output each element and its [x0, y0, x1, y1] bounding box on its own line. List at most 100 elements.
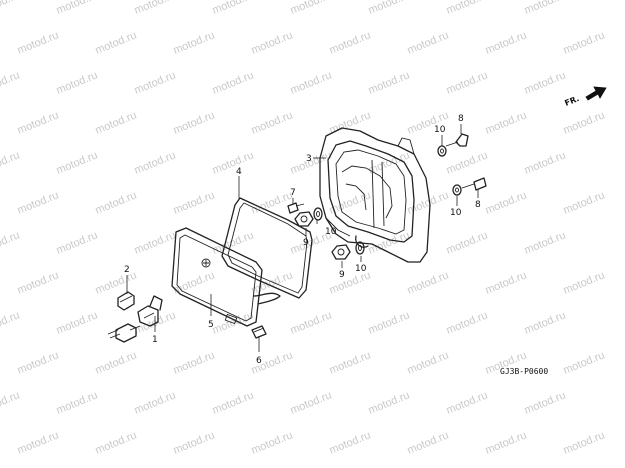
watermark-text: motod.ru	[562, 189, 607, 216]
callout-6: 6	[256, 356, 262, 366]
watermark-text: motod.ru	[16, 189, 61, 216]
callout-9-upper: 9	[303, 238, 309, 248]
watermark-text: motod.ru	[562, 109, 607, 136]
watermark-text: motod.ru	[406, 269, 451, 296]
watermark-text: motod.ru	[406, 29, 451, 56]
callout-labels: 3 4 5 1 2 6 7 10 9 9 10 8 10 10 8	[124, 114, 481, 366]
washer-10-lower-right	[452, 184, 462, 196]
callout-2: 2	[124, 265, 130, 275]
watermark-text: motod.ru	[562, 429, 607, 456]
watermark-text: motod.ru	[406, 429, 451, 456]
watermark-text: motod.ru	[94, 349, 139, 376]
watermark-text: motod.ru	[172, 189, 217, 216]
watermark-text: motod.ru	[16, 109, 61, 136]
watermark-text: motod.ru	[0, 229, 21, 256]
watermark-text: motod.ru	[445, 389, 490, 416]
watermark-text: motod.ru	[328, 109, 373, 136]
front-direction-label: FR.	[563, 94, 580, 108]
leader-lines	[126, 124, 479, 352]
watermark-text: motod.ru	[55, 149, 100, 176]
watermark-text: motod.ru	[250, 109, 295, 136]
watermark-text: motod.ru	[328, 429, 373, 456]
watermark-text: motod.ru	[94, 269, 139, 296]
watermark-text: motod.ru	[367, 309, 412, 336]
watermark-text: motod.ru	[445, 0, 490, 17]
bulb-bracket	[117, 291, 135, 311]
watermark-text: motod.ru	[445, 229, 490, 256]
bolt-8-upper	[445, 133, 469, 147]
watermark-text: motod.ru	[172, 109, 217, 136]
watermark-text: motod.ru	[0, 309, 21, 336]
washer-10-upper	[313, 207, 323, 221]
adjusting-screw-6	[251, 325, 267, 339]
watermark-text: motod.ru	[172, 29, 217, 56]
watermark-text: motod.ru	[328, 349, 373, 376]
watermark-text: motod.ru	[523, 149, 568, 176]
watermark-text: motod.ru	[523, 309, 568, 336]
callout-5: 5	[208, 320, 214, 330]
watermark-text: motod.ru	[55, 0, 100, 17]
watermark-text: motod.ru	[133, 389, 178, 416]
callout-3: 3	[306, 154, 312, 164]
watermark-text: motod.ru	[484, 269, 529, 296]
watermark-text: motod.ru	[523, 69, 568, 96]
watermark-text: motod.ru	[211, 0, 256, 17]
watermark-text: motod.ru	[133, 69, 178, 96]
headlight-rim-seal	[221, 197, 313, 299]
callout-8-upper: 8	[458, 114, 464, 124]
watermark-text: motod.ru	[0, 69, 21, 96]
watermark-text: motod.ru	[289, 69, 334, 96]
watermark-text: motod.ru	[250, 29, 295, 56]
watermark-text: motod.ru	[562, 29, 607, 56]
callout-10-upper-right: 10	[434, 125, 446, 135]
watermark-text: motod.ru	[16, 429, 61, 456]
callout-10-lower: 10	[355, 264, 367, 274]
watermark-text: motod.ru	[328, 29, 373, 56]
watermark-text: motod.ru	[484, 109, 529, 136]
watermark-text: motod.ru	[484, 189, 529, 216]
watermark-text: motod.ru	[289, 389, 334, 416]
watermark-text: motod.ru	[94, 109, 139, 136]
watermark-text: motod.ru	[55, 309, 100, 336]
headlight-case	[319, 127, 431, 263]
watermark-text: motod.ru	[133, 229, 178, 256]
nut-9-lower	[331, 244, 351, 260]
watermark-text: motod.ru	[289, 0, 334, 17]
watermark-text: motod.ru	[0, 0, 21, 17]
washer-10-lower	[355, 241, 365, 255]
watermark-text: motod.ru	[55, 229, 100, 256]
watermark-text: motod.ru	[367, 69, 412, 96]
washer-10-upper-right	[437, 145, 447, 157]
bolt-8-lower	[461, 177, 487, 191]
watermark-text: motod.ru	[94, 29, 139, 56]
watermark-text: motod.ru	[211, 69, 256, 96]
watermark-text: motod.ru	[445, 149, 490, 176]
callout-1: 1	[152, 335, 158, 345]
watermark-text: motod.ru	[250, 429, 295, 456]
front-arrow-icon	[585, 86, 607, 101]
watermark-text: motod.ru	[367, 0, 412, 17]
watermark-text: motod.ru	[55, 389, 100, 416]
watermark-text: motod.ru	[211, 389, 256, 416]
callout-10-upper: 10	[325, 227, 337, 237]
watermark-text: motod.ru	[0, 389, 21, 416]
watermark-text: motod.ru	[523, 389, 568, 416]
watermark-text: motod.ru	[16, 349, 61, 376]
watermark-text: motod.ru	[445, 69, 490, 96]
watermark-text: motod.ru	[0, 149, 21, 176]
callout-10-lower-right: 10	[450, 208, 462, 218]
watermark-text: motod.ru	[523, 229, 568, 256]
callout-4: 4	[236, 167, 242, 177]
watermark-text: motod.ru	[523, 0, 568, 17]
watermark-text: motod.ru	[16, 269, 61, 296]
callout-8-lower: 8	[475, 200, 481, 210]
socket-connector	[107, 295, 163, 343]
callout-7: 7	[290, 188, 296, 198]
watermark-text: motod.ru	[562, 349, 607, 376]
watermark-text: motod.ru	[484, 29, 529, 56]
watermark-text: motod.ru	[445, 309, 490, 336]
watermark-text: motod.ru	[133, 149, 178, 176]
bolt-7	[287, 202, 305, 214]
